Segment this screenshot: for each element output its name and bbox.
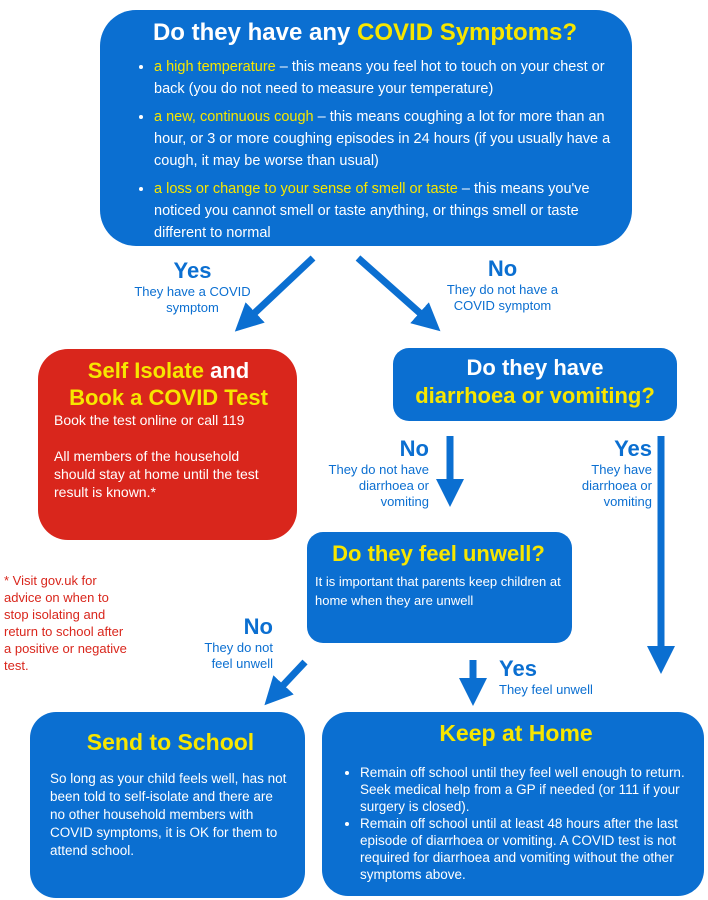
footnote: * Visit gov.uk for advice on when to sto… bbox=[4, 573, 127, 673]
household-text: All members of the household should stay… bbox=[54, 448, 259, 500]
keep-at-home-box: Keep at Home Remain off school until the… bbox=[322, 712, 704, 896]
keep-at-home-item: Remain off school until they feel well e… bbox=[360, 764, 690, 815]
send-to-school-text: So long as your child feels well, has no… bbox=[50, 771, 287, 858]
book-test-text: Book the test online or call 119 bbox=[54, 412, 245, 428]
arrow-no-unwell bbox=[264, 659, 308, 706]
symptom-item: a new, continuous cough – this means cou… bbox=[154, 106, 614, 172]
feel-unwell-title: Do they feel unwell? bbox=[332, 541, 545, 566]
arrow-no-covid bbox=[355, 255, 441, 332]
send-to-school-title: Send to School bbox=[86, 729, 255, 755]
feel-unwell-text: It is important that parents keep childr… bbox=[315, 574, 561, 608]
feel-unwell-box: Do they feel unwell? It is important tha… bbox=[307, 532, 572, 643]
symptom-item: a loss or change to your sense of smell … bbox=[154, 178, 614, 244]
covid-symptoms-box: Do they have any COVID Symptoms? a high … bbox=[100, 10, 632, 246]
keep-at-home-title: Keep at Home bbox=[439, 720, 593, 746]
keep-at-home-item: Remain off school until at least 48 hour… bbox=[360, 815, 690, 883]
arrow-yes-covid bbox=[234, 255, 316, 332]
symptom-item: a high temperature – this means you feel… bbox=[154, 56, 614, 100]
send-to-school-box: Send to School So long as your child fee… bbox=[30, 712, 305, 898]
covid-symptoms-title: Do they have any COVID Symptoms? bbox=[152, 19, 578, 46]
